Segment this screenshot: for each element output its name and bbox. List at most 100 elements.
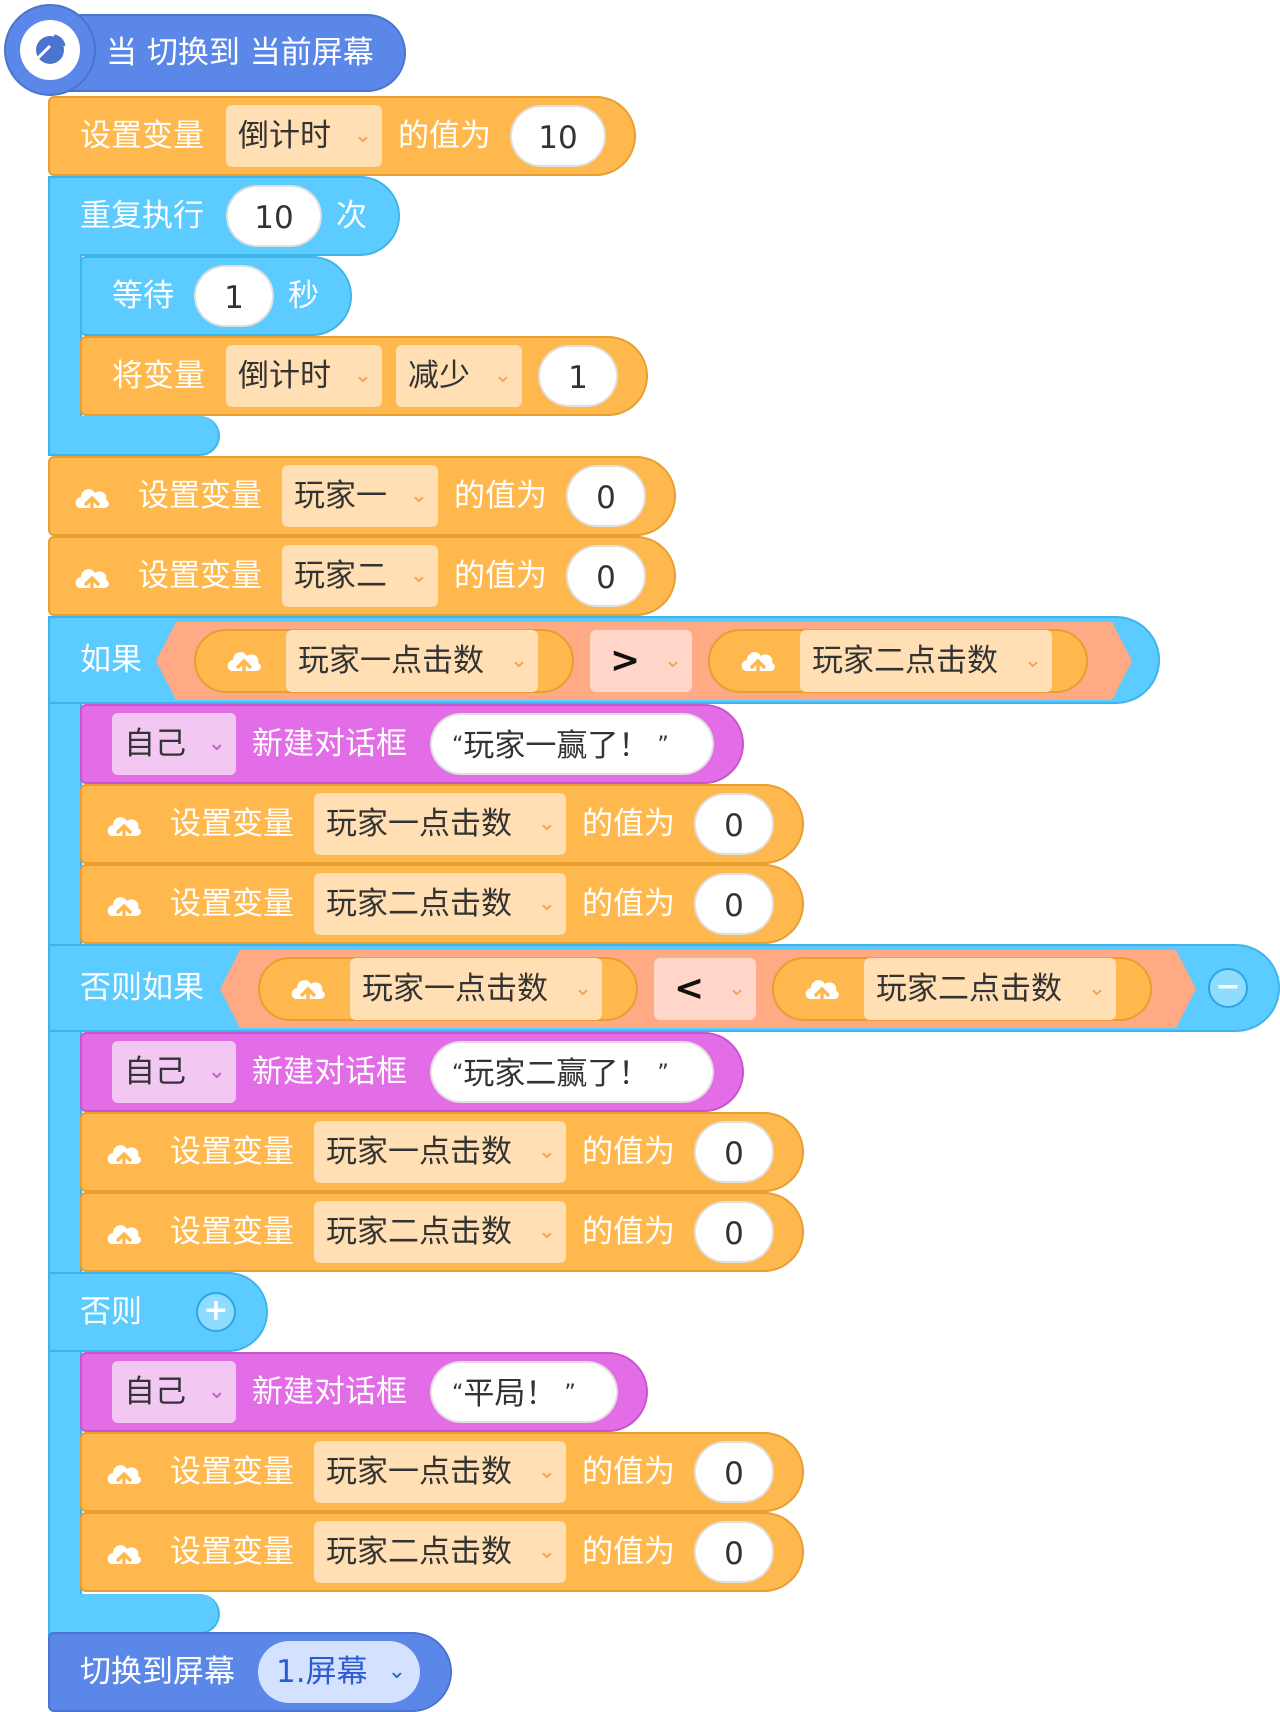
repeat-count-input[interactable]: 10 xyxy=(226,185,322,247)
variable-dropdown[interactable]: 玩家一点击数 ⌄ xyxy=(286,630,538,692)
message-input[interactable]: “玩家二赢了！” xyxy=(430,1041,714,1103)
wait-block[interactable]: 等待 1 秒 xyxy=(80,256,352,336)
open-quote: “ xyxy=(452,733,464,758)
cloud-upload-icon xyxy=(72,478,112,518)
chevron-down-icon: ⌄ xyxy=(537,811,556,836)
value-input[interactable]: 0 xyxy=(694,793,774,855)
variable-dropdown[interactable]: 玩家二点击数 ⌄ xyxy=(314,1201,566,1263)
chevron-down-icon: ⌄ xyxy=(387,1659,406,1684)
operation-dropdown[interactable]: 减少 ⌄ xyxy=(396,345,522,407)
operator-dropdown[interactable]: < ⌄ xyxy=(654,958,756,1020)
set-variable-block[interactable]: 设置变量 玩家一点击数 ⌄ 的值为 0 xyxy=(80,1432,804,1512)
variable-reporter[interactable]: 玩家二点击数 ⌄ xyxy=(772,957,1152,1021)
variable-dropdown[interactable]: 玩家二点击数 ⌄ xyxy=(314,1521,566,1583)
variable-dropdown[interactable]: 倒计时 ⌄ xyxy=(226,345,382,407)
value-input[interactable]: 0 xyxy=(694,1201,774,1263)
value-input[interactable]: 0 xyxy=(566,545,646,607)
else-label: 否则 xyxy=(80,1294,142,1330)
chevron-down-icon: ⌄ xyxy=(537,1459,556,1484)
variable-dropdown[interactable]: 玩家二点击数 ⌄ xyxy=(314,873,566,935)
else-row[interactable]: 否则 + xyxy=(48,1272,268,1352)
target-name: 自己 xyxy=(124,1374,186,1410)
value-input[interactable]: 10 xyxy=(510,105,606,167)
chevron-down-icon: ⌄ xyxy=(573,976,592,1001)
value-input[interactable]: 0 xyxy=(694,1441,774,1503)
target-dropdown[interactable]: 自己 ⌄ xyxy=(112,713,236,775)
close-quote: ” xyxy=(657,733,669,758)
chevron-down-icon: ⌄ xyxy=(1023,648,1042,673)
variable-name: 玩家二点击数 xyxy=(326,1534,512,1570)
block-label: 设置变量 xyxy=(138,478,262,514)
set-variable-block[interactable]: 设置变量 玩家二点击数 ⌄ 的值为 0 xyxy=(80,864,804,944)
block-label: 的值为 xyxy=(398,118,491,154)
chevron-down-icon: ⌄ xyxy=(537,1219,556,1244)
add-branch-button[interactable]: + xyxy=(196,1292,236,1332)
else-if-row[interactable]: 否则如果 玩家一点击数 ⌄ < ⌄ 玩家二点击数 ⌄ − xyxy=(48,944,1280,1032)
variable-name: 玩家一点击数 xyxy=(326,1134,512,1170)
block-label: 的值为 xyxy=(582,886,675,922)
value-input[interactable]: 0 xyxy=(694,873,774,935)
chevron-down-icon: ⌄ xyxy=(353,363,372,388)
wait-seconds-input[interactable]: 1 xyxy=(194,265,274,327)
block-label: 新建对话框 xyxy=(252,726,407,762)
operator-symbol: < xyxy=(674,968,705,1009)
satellite-icon xyxy=(4,4,96,96)
set-variable-block[interactable]: 设置变量 玩家二点击数 ⌄ 的值为 0 xyxy=(80,1192,804,1272)
value-input[interactable]: 0 xyxy=(694,1521,774,1583)
value-input[interactable]: 0 xyxy=(694,1121,774,1183)
cloud-upload-icon xyxy=(72,558,112,598)
cloud-upload-icon xyxy=(104,886,144,926)
value-input[interactable]: 1 xyxy=(538,345,618,407)
target-dropdown[interactable]: 自己 ⌄ xyxy=(112,1361,236,1423)
operation-name: 减少 xyxy=(408,358,470,394)
comparison-condition[interactable]: 玩家一点击数 ⌄ > ⌄ 玩家二点击数 ⌄ xyxy=(156,622,1132,700)
variable-reporter[interactable]: 玩家一点击数 ⌄ xyxy=(258,957,638,1021)
variable-reporter[interactable]: 玩家一点击数 ⌄ xyxy=(194,629,574,693)
cloud-upload-icon xyxy=(104,1134,144,1174)
block-label: 次 xyxy=(336,198,367,234)
variable-reporter[interactable]: 玩家二点击数 ⌄ xyxy=(708,629,1088,693)
event-block[interactable]: 当 切换到 当前屏幕 xyxy=(4,4,406,96)
target-name: 自己 xyxy=(124,726,186,762)
block-label: 设置变量 xyxy=(138,558,262,594)
variable-dropdown[interactable]: 玩家一点击数 ⌄ xyxy=(314,1441,566,1503)
set-variable-block[interactable]: 设置变量 玩家二点击数 ⌄ 的值为 0 xyxy=(80,1512,804,1592)
target-name: 自己 xyxy=(124,1054,186,1090)
chevron-down-icon: ⌄ xyxy=(537,1139,556,1164)
chevron-down-icon: ⌄ xyxy=(663,648,682,673)
message-text: 平局！ xyxy=(463,1376,557,1412)
variable-dropdown[interactable]: 玩家一点击数 ⌄ xyxy=(314,793,566,855)
event-label: 当 切换到 当前屏幕 xyxy=(106,35,374,71)
operator-dropdown[interactable]: > ⌄ xyxy=(590,630,692,692)
message-input[interactable]: “玩家一赢了！” xyxy=(430,713,714,775)
if-block[interactable]: 如果 玩家一点击数 ⌄ > ⌄ 玩家二点击数 ⌄ xyxy=(48,616,1160,704)
set-variable-block[interactable]: 设置变量 倒计时 ⌄ 的值为 10 xyxy=(48,96,636,176)
set-variable-block[interactable]: 设置变量 玩家一点击数 ⌄ 的值为 0 xyxy=(80,784,804,864)
switch-screen-block[interactable]: 切换到屏幕 1.屏幕 ⌄ xyxy=(48,1632,452,1712)
variable-dropdown[interactable]: 玩家一 ⌄ xyxy=(282,465,438,527)
value-input[interactable]: 0 xyxy=(566,465,646,527)
say-block[interactable]: 自己 ⌄ 新建对话框 “平局！” xyxy=(80,1352,648,1432)
variable-dropdown[interactable]: 玩家一点击数 ⌄ xyxy=(314,1121,566,1183)
comparison-condition[interactable]: 玩家一点击数 ⌄ < ⌄ 玩家二点击数 ⌄ xyxy=(220,950,1196,1028)
screen-dropdown[interactable]: 1.屏幕 ⌄ xyxy=(258,1641,420,1703)
say-block[interactable]: 自己 ⌄ 新建对话框 “玩家二赢了！” xyxy=(80,1032,744,1112)
block-label: 的值为 xyxy=(582,1534,675,1570)
set-variable-block[interactable]: 设置变量 玩家一点击数 ⌄ 的值为 0 xyxy=(80,1112,804,1192)
set-variable-block[interactable]: 设置变量 玩家二 ⌄ 的值为 0 xyxy=(48,536,676,616)
message-input[interactable]: “平局！” xyxy=(430,1361,618,1423)
variable-dropdown[interactable]: 玩家二点击数 ⌄ xyxy=(800,630,1052,692)
variable-name: 倒计时 xyxy=(238,358,331,394)
variable-dropdown[interactable]: 玩家一点击数 ⌄ xyxy=(350,958,602,1020)
repeat-block[interactable]: 重复执行 10 次 xyxy=(48,176,400,256)
remove-branch-button[interactable]: − xyxy=(1208,968,1248,1008)
change-variable-block[interactable]: 将变量 倒计时 ⌄ 减少 ⌄ 1 xyxy=(80,336,648,416)
variable-name: 玩家二点击数 xyxy=(326,886,512,922)
variable-dropdown[interactable]: 倒计时 ⌄ xyxy=(226,105,382,167)
variable-dropdown[interactable]: 玩家二 ⌄ xyxy=(282,545,438,607)
set-variable-block[interactable]: 设置变量 玩家一 ⌄ 的值为 0 xyxy=(48,456,676,536)
block-label: 设置变量 xyxy=(170,1454,294,1490)
say-block[interactable]: 自己 ⌄ 新建对话框 “玩家一赢了！” xyxy=(80,704,744,784)
target-dropdown[interactable]: 自己 ⌄ xyxy=(112,1041,236,1103)
variable-dropdown[interactable]: 玩家二点击数 ⌄ xyxy=(864,958,1116,1020)
